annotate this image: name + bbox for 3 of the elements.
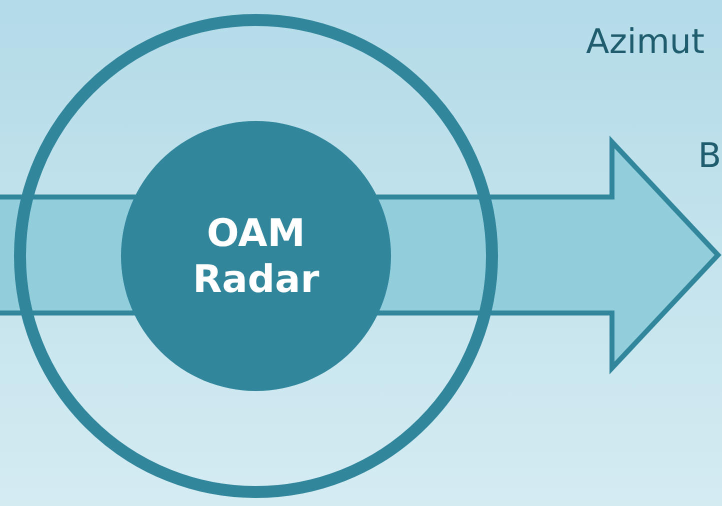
- axis-label: B: [698, 136, 722, 176]
- axis-label: Azimut: [586, 22, 705, 62]
- node-label: OAM Radar: [192, 210, 320, 302]
